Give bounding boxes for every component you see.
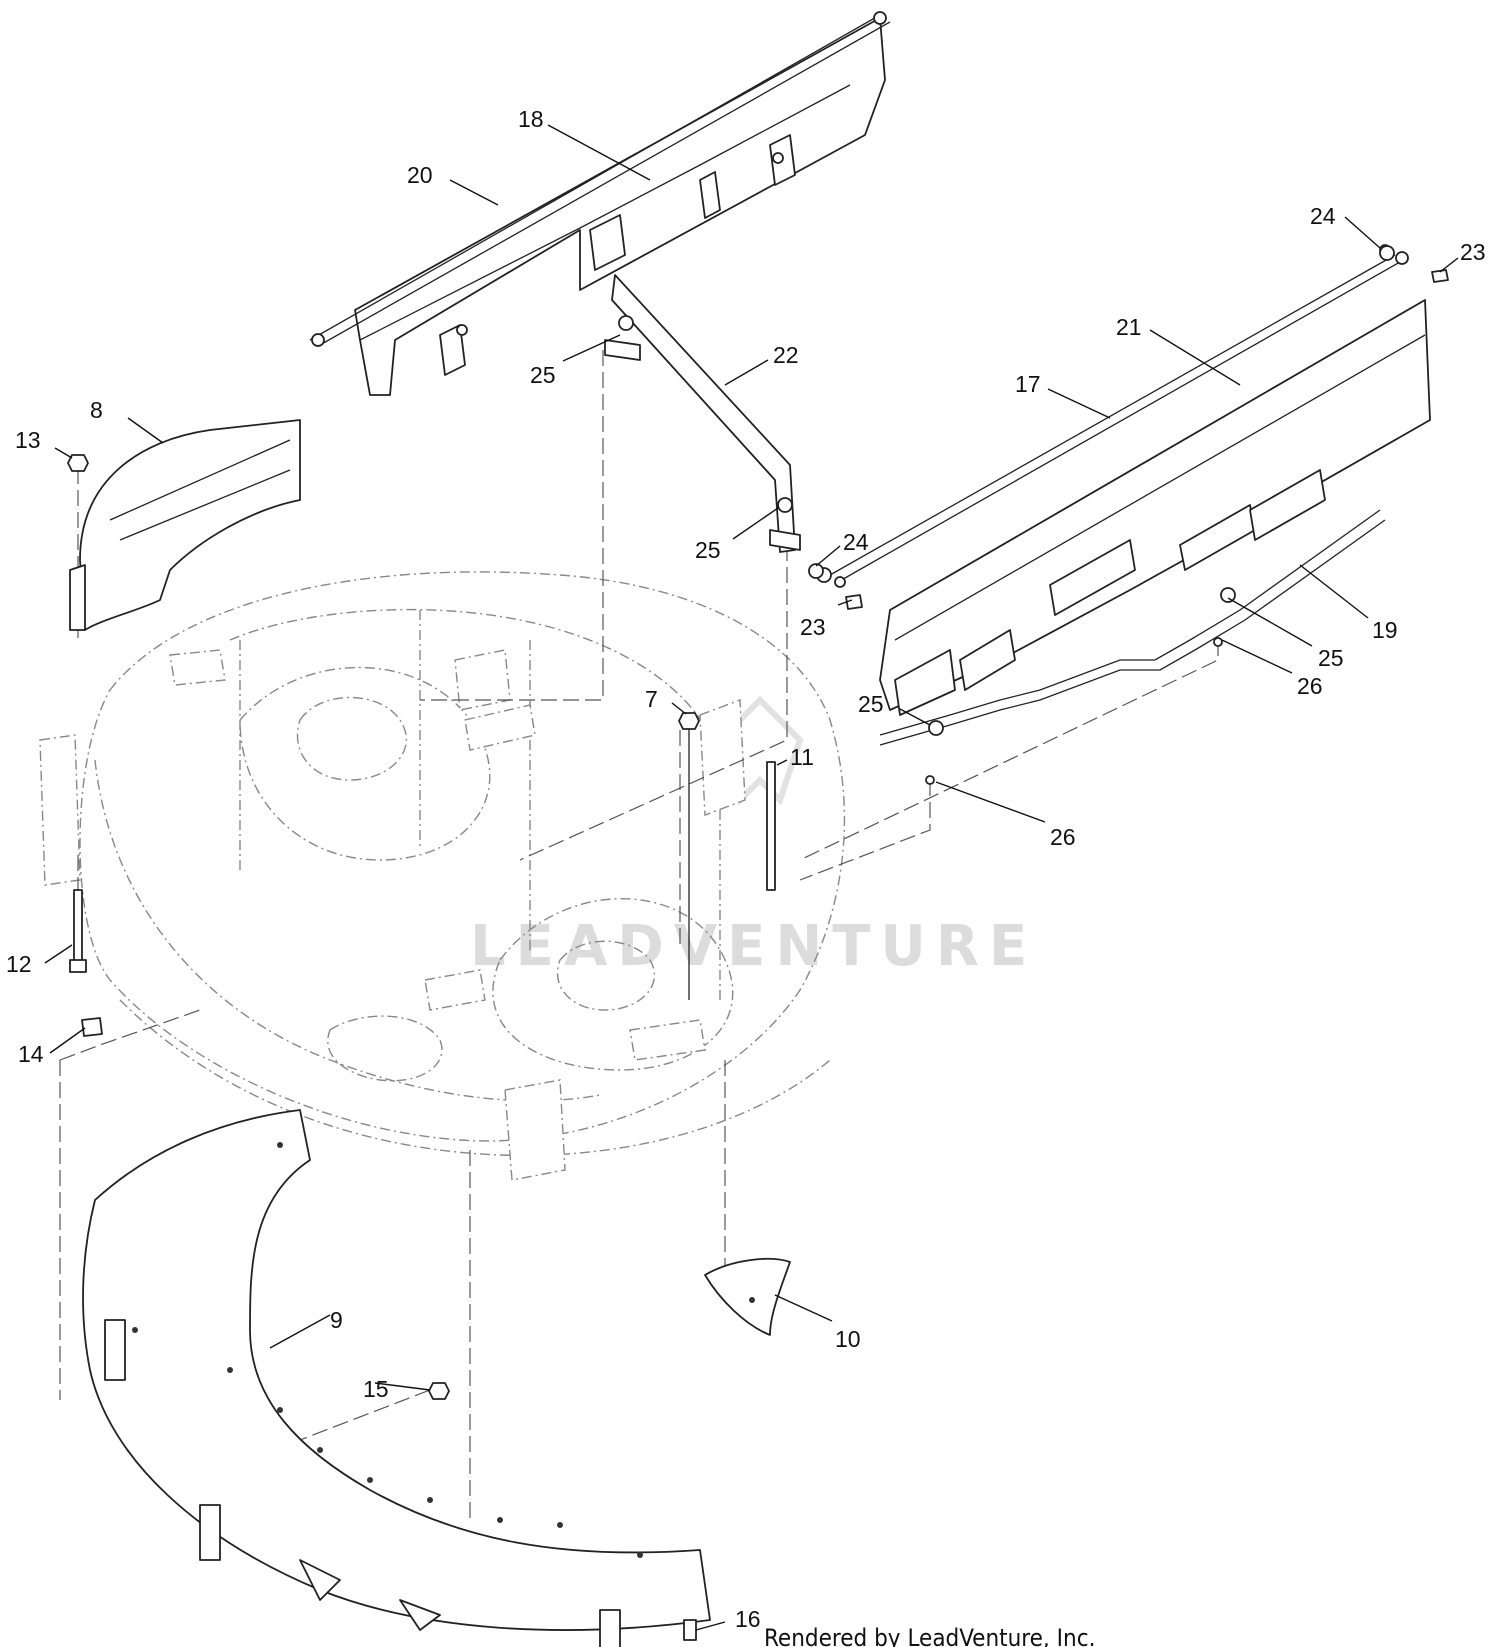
part-14-bolt [81, 1017, 103, 1037]
callout-24b: 24 [843, 529, 869, 555]
part-13-nut [67, 454, 89, 472]
part-11-bolt [766, 761, 776, 891]
callout-19: 19 [1372, 617, 1398, 643]
part-8-shield [69, 419, 301, 631]
callout-14: 14 [18, 1041, 44, 1067]
callout-26a: 26 [1297, 673, 1323, 699]
part-22-bracket [604, 274, 801, 553]
part-16-bolt [683, 1619, 697, 1641]
callout-23a: 23 [1460, 239, 1486, 265]
callout-15: 15 [363, 1376, 389, 1402]
callout-16: 16 [735, 1606, 761, 1632]
callout-10: 10 [835, 1326, 861, 1352]
hardware-items [808, 245, 1449, 785]
callout-25b: 25 [695, 537, 721, 563]
callout-20: 20 [407, 162, 433, 188]
callout-25c: 25 [1318, 645, 1344, 671]
callout-labels: 20 18 8 13 25 22 25 24 23 21 17 24 23 19… [6, 106, 1486, 1632]
part-17-roller-assembly [816, 244, 1431, 716]
callout-23b: 23 [800, 614, 826, 640]
part-12-bolt [69, 889, 87, 973]
part-20-roller-assembly [309, 11, 891, 396]
callout-7: 7 [645, 686, 658, 712]
callout-21: 21 [1116, 314, 1142, 340]
callout-8: 8 [90, 397, 103, 423]
part-15-nut [428, 1382, 450, 1400]
watermark-text: LEADVENTURE [470, 914, 1037, 979]
part-7-nut [678, 712, 700, 1000]
callout-26b: 26 [1050, 824, 1076, 850]
part-19-rod [879, 509, 1386, 746]
callout-17: 17 [1015, 371, 1041, 397]
mower-deck-outline [39, 571, 846, 1181]
watermark: LEADVENTURE [470, 695, 1037, 979]
part-10-small-baffle [704, 1257, 791, 1336]
callout-18: 18 [518, 106, 544, 132]
callout-11: 11 [790, 744, 814, 770]
part-9-baffle [82, 1109, 711, 1647]
footer-credit: Rendered by LeadVenture, Inc. [764, 1624, 1095, 1647]
callout-12: 12 [6, 951, 32, 977]
callout-22: 22 [773, 342, 799, 368]
callout-13: 13 [15, 427, 41, 453]
callout-25d: 25 [858, 691, 884, 717]
leader-lines [44, 124, 1459, 1631]
callout-24a: 24 [1310, 203, 1336, 229]
callout-9: 9 [330, 1307, 343, 1333]
callout-25a: 25 [530, 362, 556, 388]
